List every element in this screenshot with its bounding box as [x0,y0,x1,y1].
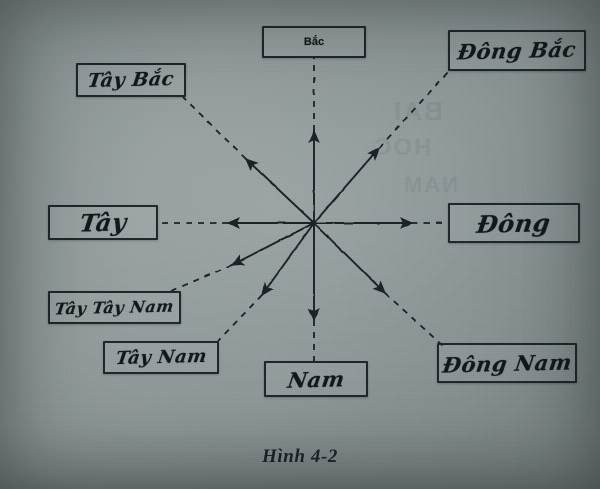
direction-box-bac: Bắc [262,26,366,58]
direction-label-tay: Tây [77,207,129,238]
ray-tay-nam-solid [261,222,315,297]
ray-dong-bac-solid [313,146,380,224]
ray-tay-bac-solid [245,158,315,224]
ray-group [159,58,450,361]
direction-label-dong: Đông [475,207,553,239]
direction-label-dong-nam: Đông Nam [440,348,574,378]
ray-tay-tay-nam-solid [230,222,315,266]
direction-box-tay: Tây [48,205,158,240]
ray-tay-tay-nam-dashed [170,264,233,292]
direction-box-dong: Đông [448,203,580,243]
solid-ray-lines [226,129,414,322]
direction-label-tay-bac: Tây Bắc [86,67,176,93]
dashed-ray-lines [159,58,450,361]
direction-label-nam: Nam [285,365,347,393]
direction-box-tay-bac: Tây Bắc [76,63,186,97]
ray-tay-bac-dashed [182,96,247,160]
compass-center-point [310,219,318,227]
direction-box-tay-nam: Tây Nam [103,341,219,374]
ray-dong-nam-dashed [384,292,444,347]
direction-box-nam: Nam [264,361,368,397]
direction-label-tay-tay-nam: Tây Tây Nam [53,296,176,319]
figure-caption: Hình 4-2 [261,446,339,467]
ray-dong-nam-solid [313,222,386,294]
ray-tay-nam-dashed [217,294,263,342]
ray-dong-bac-dashed [378,70,450,149]
direction-label-bac: Bắc [303,36,325,48]
direction-label-dong-bac: Đông Bắc [456,36,578,65]
direction-box-dong-bac: Đông Bắc [448,30,586,71]
direction-box-tay-tay-nam: Tây Tây Nam [48,291,181,324]
direction-label-tay-nam: Tây Nam [114,345,208,370]
direction-box-dong-nam: Đông Nam [437,343,577,383]
